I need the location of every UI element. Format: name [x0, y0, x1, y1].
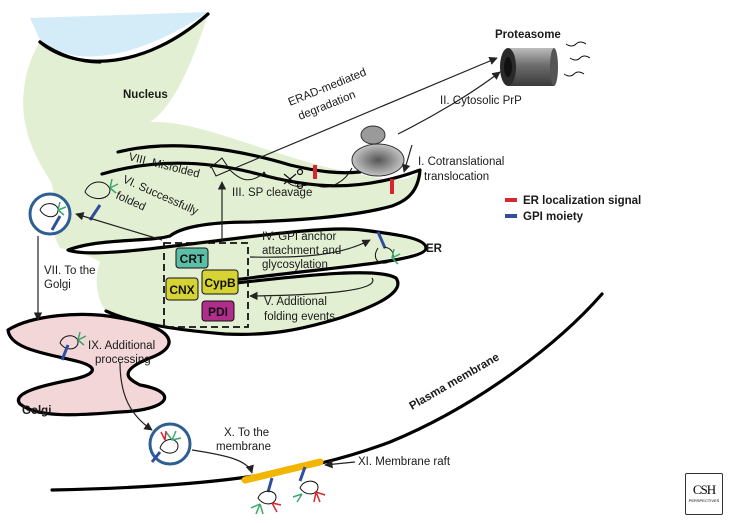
- nucleus-label: Nucleus: [123, 89, 168, 101]
- plasma-membrane-label: Plasma membrane: [408, 351, 502, 412]
- arrow-additional-folding: [249, 277, 374, 301]
- nucleus-region: [30, 12, 208, 57]
- chaperone-crt: CRT: [175, 247, 209, 269]
- svg-text:CRT: CRT: [180, 252, 205, 266]
- er-membrane-lower: [66, 161, 428, 336]
- golgi-protein: [59, 331, 87, 361]
- additional-folding-label-2: folding events: [264, 311, 335, 323]
- arrow-erad: [234, 57, 498, 169]
- to-membrane-label-1: X. To the: [224, 427, 269, 439]
- gpi-protein-er: [374, 231, 401, 265]
- chaperone-cnx: CNX: [165, 277, 199, 301]
- sp-cleavage-label: III. SP cleavage: [232, 187, 312, 199]
- scissors-icon: [283, 168, 304, 190]
- proteasome-icon: [500, 41, 591, 86]
- membrane-raft: [241, 458, 324, 484]
- raft-proteins: [250, 466, 326, 515]
- er-signal-mark-ribosome: [390, 179, 394, 194]
- additional-processing-label-2: processing: [95, 354, 151, 366]
- gpi-label-3: glycosylation: [262, 259, 328, 271]
- svg-text:CNX: CNX: [169, 283, 194, 297]
- misfolded-protein: [209, 157, 266, 181]
- vesicle-er-exit: [28, 192, 72, 236]
- cotranslational-label-2: translocation: [424, 171, 489, 183]
- svg-text:PDI: PDI: [208, 305, 228, 319]
- svg-text:CypB: CypB: [204, 276, 236, 290]
- additional-folding-label-1: V. Additional: [264, 296, 327, 308]
- additional-processing-label-1: IX. Additional: [88, 340, 155, 352]
- er-signal-mark-cleaved: [313, 165, 317, 179]
- legend-label-er-signal: ER localization signal: [523, 195, 641, 207]
- logo-sub-text: PERSPECTIVES: [688, 498, 720, 503]
- vesicle-to-membrane: [148, 422, 192, 466]
- arrow-successfully-folded: [75, 212, 163, 241]
- legend-label-gpi: GPI moiety: [523, 211, 584, 223]
- ribosome-icon: [351, 125, 405, 177]
- arrow-cytosolic: [397, 71, 501, 135]
- cotranslational-label-1: I. Cotranslational: [418, 156, 504, 168]
- legend-swatch-gpi: [505, 214, 517, 218]
- csh-perspectives-logo: CSH PERSPECTIVES: [685, 473, 723, 515]
- legend-swatch-er-signal: [505, 198, 517, 202]
- golgi-label: Golgi: [22, 405, 51, 417]
- arrow-gpi-step: [249, 239, 371, 258]
- chaperone-box: [163, 242, 249, 328]
- proteasome-label: Proteasome: [495, 29, 561, 41]
- gpi-label-2: attachment and: [262, 245, 341, 257]
- folded-protein-er: [84, 178, 119, 221]
- to-membrane-label-2: membrane: [216, 441, 271, 453]
- to-golgi-label-1: VII. To the: [44, 265, 96, 277]
- cytosolic-label: II. Cytosolic PrP: [440, 95, 522, 107]
- er-label: ER: [426, 243, 443, 255]
- logo-main-text: CSH: [692, 482, 716, 497]
- gpi-label-1: IV. GPI anchor: [262, 231, 337, 243]
- to-golgi-label-2: Golgi: [44, 279, 71, 291]
- nucleus-membrane: [38, 40, 102, 64]
- arrow-to-membrane: [191, 449, 254, 474]
- arrow-membrane-raft: [324, 460, 356, 469]
- chaperone-pdi: PDI: [201, 300, 235, 322]
- legend: ER localization signal GPI moiety: [505, 195, 641, 223]
- er-inner-membrane: [116, 144, 362, 175]
- chaperone-cypb: CypB: [201, 269, 239, 295]
- arrow-additional-processing: [119, 361, 153, 431]
- plasma-membrane: [50, 292, 604, 492]
- membrane-raft-label: XI. Membrane raft: [358, 456, 451, 468]
- arrow-cotranslational: [402, 144, 413, 173]
